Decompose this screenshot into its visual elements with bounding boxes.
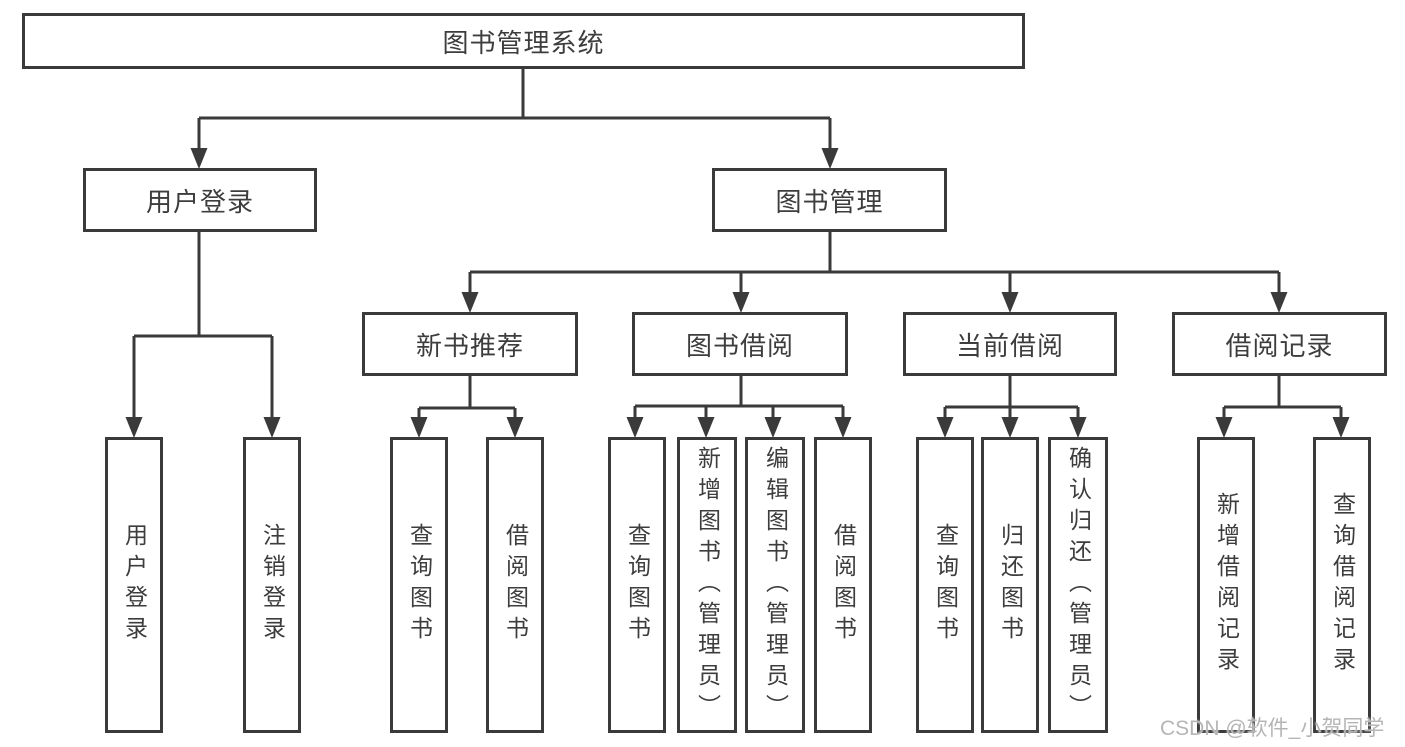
leaf-bor-add-book-admin: 新增图书（管理员） xyxy=(677,437,737,733)
arrowhead-bor-edit-book xyxy=(764,417,782,438)
node-root-system: 图书管理系统 xyxy=(22,13,1025,69)
leaf-cur-confirm-return-admin-label: 确认归还（管理员） xyxy=(1065,445,1092,725)
node-borrowing-records: 借阅记录 xyxy=(1172,312,1387,376)
leaf-add-borrow-record: 新增借阅记录 xyxy=(1197,437,1255,733)
leaf-rec-query-books: 查询图书 xyxy=(390,437,448,733)
csdn-watermark: CSDN @软件_小贺同学 xyxy=(1160,717,1385,740)
node-new-book-recommend: 新书推荐 xyxy=(362,312,578,376)
node-book-borrowing-label: 图书借阅 xyxy=(685,330,794,361)
node-current-borrowing: 当前借阅 xyxy=(903,312,1117,376)
leaf-cur-query-books-label: 查询图书 xyxy=(932,523,959,647)
arrowhead-leaf-logout xyxy=(263,417,281,438)
connector-records-to-leaves xyxy=(1222,375,1343,421)
node-book-management-label: 图书管理 xyxy=(775,186,884,217)
leaf-cur-return-books-label: 归还图书 xyxy=(997,523,1024,647)
arrowhead-cur-return-books xyxy=(1001,417,1019,438)
node-book-borrowing: 图书借阅 xyxy=(632,312,848,376)
leaf-add-borrow-record-label: 新增借阅记录 xyxy=(1213,492,1240,678)
leaf-query-borrow-record: 查询借阅记录 xyxy=(1313,437,1371,733)
arrowhead-current-borrowing xyxy=(1001,292,1019,313)
leaf-cur-confirm-return-admin: 确认归还（管理员） xyxy=(1048,437,1108,733)
leaf-user-login-label: 用户登录 xyxy=(121,523,148,647)
arrowhead-leaf-user-login xyxy=(125,417,143,438)
leaf-logout-login-label: 注销登录 xyxy=(259,523,286,647)
leaf-rec-borrow-books-label: 借阅图书 xyxy=(502,523,529,647)
arrowhead-new-book-recommend xyxy=(461,292,479,313)
node-book-management: 图书管理 xyxy=(712,168,947,232)
leaf-cur-return-books: 归还图书 xyxy=(981,437,1039,733)
arrowhead-query-borrow-record xyxy=(1332,417,1350,438)
connector-recommend-to-leaves xyxy=(417,375,517,421)
connector-root-to-level1 xyxy=(197,67,832,152)
leaf-logout-login: 注销登录 xyxy=(243,437,301,733)
connector-borrowing-to-leaves xyxy=(633,375,845,421)
arrowhead-user-login xyxy=(190,148,208,169)
node-user-login-group: 用户登录 xyxy=(83,168,317,232)
arrowhead-cur-confirm-return xyxy=(1069,417,1087,438)
arrowhead-borrowing-records xyxy=(1270,292,1288,313)
connector-user-login-to-leaves xyxy=(132,231,274,421)
leaf-bor-borrow-books-label: 借阅图书 xyxy=(830,523,857,647)
node-root-label: 图书管理系统 xyxy=(442,27,605,58)
arrowhead-bor-borrow-books xyxy=(834,417,852,438)
arrowhead-bor-add-book xyxy=(697,417,715,438)
leaf-bor-add-book-admin-label: 新增图书（管理员） xyxy=(694,445,721,725)
leaf-bor-edit-book-admin: 编辑图书（管理员） xyxy=(745,437,805,733)
arrowhead-book-management xyxy=(821,148,839,169)
leaf-cur-query-books: 查询图书 xyxy=(916,437,974,733)
arrowhead-book-borrowing xyxy=(732,292,750,313)
leaf-rec-borrow-books: 借阅图书 xyxy=(486,437,544,733)
leaf-rec-query-books-label: 查询图书 xyxy=(406,523,433,647)
leaf-user-login: 用户登录 xyxy=(105,437,163,733)
arrowhead-add-borrow-record xyxy=(1215,417,1233,438)
node-user-login-label: 用户登录 xyxy=(145,186,254,217)
leaf-bor-query-books-label: 查询图书 xyxy=(624,523,651,647)
arrowhead-rec-borrow-books xyxy=(506,417,524,438)
node-current-borrowing-label: 当前借阅 xyxy=(955,330,1064,361)
connector-current-to-leaves xyxy=(943,375,1080,421)
node-borrowing-records-label: 借阅记录 xyxy=(1225,330,1334,361)
node-new-book-recommend-label: 新书推荐 xyxy=(415,330,524,361)
connector-book-management-to-level2 xyxy=(468,231,1281,296)
arrowhead-rec-query-books xyxy=(410,417,428,438)
arrowhead-cur-query-books xyxy=(936,417,954,438)
arrowhead-bor-query-books xyxy=(626,417,644,438)
leaf-bor-borrow-books: 借阅图书 xyxy=(814,437,872,733)
leaf-query-borrow-record-label: 查询借阅记录 xyxy=(1329,492,1356,678)
leaf-bor-edit-book-admin-label: 编辑图书（管理员） xyxy=(762,445,789,725)
leaf-bor-query-books: 查询图书 xyxy=(608,437,666,733)
